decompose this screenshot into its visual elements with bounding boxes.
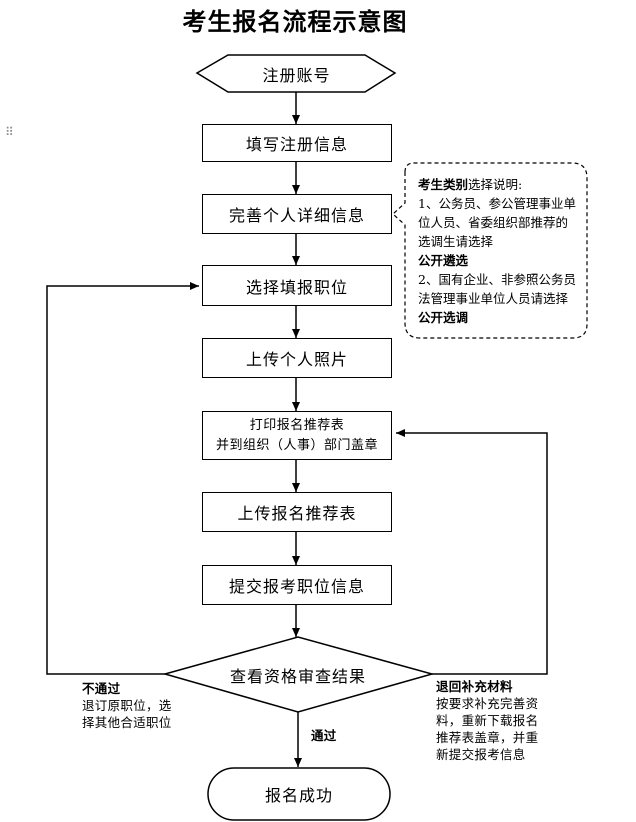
category-note-heading-rest: 选择说明: [468,177,523,192]
category-note-border [392,162,588,339]
category-note-heading: 考生类别选择说明: [418,175,578,194]
fail-note-line2: 择其他合适职位 [82,715,172,730]
step-register: 注册账号 [262,65,331,85]
category-note-item1: 1、公务员、参公管理事业单位人员、省委组织部推荐的选调生请选择公开遴选 [418,194,578,270]
fail-note-heading: 不通过 [82,681,121,696]
category-note-item2-text: 2、国有企业、非参照公务员法管理事业单位人员请选择 [418,272,576,306]
page-title: 考生报名流程示意图 [182,7,408,36]
category-note-heading-bold: 考生类别 [418,177,469,192]
return-note: 退回补充材料 按要求补充完善资 料，重新下载报名 推荐表盖章，并重 新提交报考信… [436,678,561,763]
pass-label-text: 通过 [311,728,337,743]
category-note: 考生类别选择说明: 1、公务员、参公管理事业单位人员、省委组织部推荐的选调生请选… [418,175,578,327]
step-upload-form: 上传报名推荐表 [202,492,392,532]
step-upload-photo: 上传个人照片 [202,338,392,378]
category-note-item1-bold: 公开遴选 [418,253,469,268]
step-review: 查看资格审查结果 [229,667,366,686]
category-note-item2: 2、国有企业、非参照公务员法管理事业单位人员请选择公开选调 [418,270,578,327]
category-note-item2-bold: 公开选调 [418,310,469,325]
start-hexagon [195,54,397,93]
step-choose-position: 选择填报职位 [202,265,392,306]
pass-label: 通过 [311,727,337,744]
step-print-form-line2: 并到组织（人事）部门盖章 [215,437,378,453]
step-submit: 提交报考职位信息 [202,565,392,605]
return-note-line2: 料，重新下载报名 [436,713,539,728]
step-success: 报名成功 [264,786,333,805]
return-note-line4: 新提交报考信息 [436,747,526,762]
fail-note-line1: 退订原职位，选 [82,698,172,713]
arrow-return-loop [396,429,548,675]
step-complete-info: 完善个人详细信息 [202,194,392,234]
fail-note: 不通过 退订原职位，选 择其他合适职位 [82,680,202,731]
drag-handle-icon[interactable]: ⠿ [5,125,14,139]
category-note-item1-text: 1、公务员、参公管理事业单位人员、省委组织部推荐的选调生请选择 [418,196,576,249]
arrow-fail-loop [46,282,199,675]
step-fill-info: 填写注册信息 [202,124,392,162]
step-print-form: 打印报名推荐表 并到组织（人事）部门盖章 [202,411,392,460]
return-note-line3: 推荐表盖章，并重 [436,730,539,745]
return-note-line1: 按要求补充完善资 [436,696,539,711]
step-print-form-line1: 打印报名推荐表 [249,417,345,433]
return-note-heading: 退回补充材料 [436,679,513,694]
success-terminal [207,767,391,821]
